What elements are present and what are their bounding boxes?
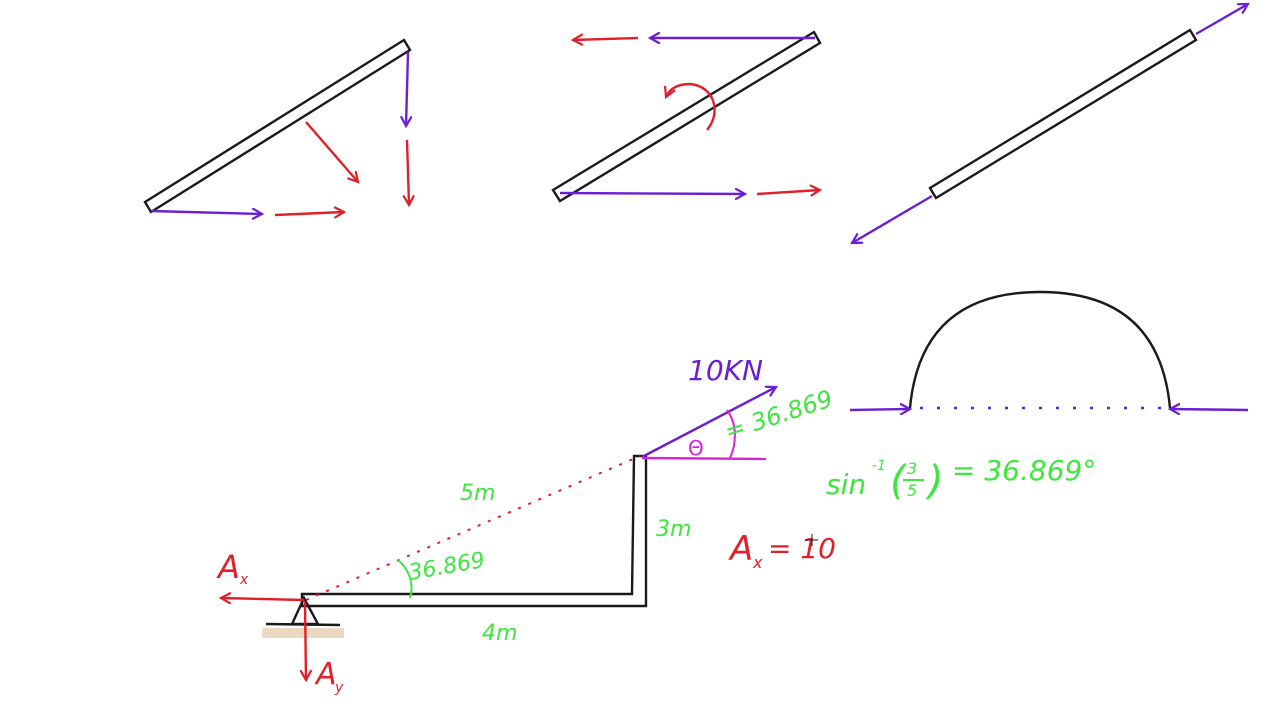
- fraction-denominator: 5: [907, 481, 917, 500]
- red-arrow-vertical: [407, 139, 409, 205]
- ground-hatching: [262, 628, 344, 638]
- diagram-5-frame: [221, 387, 776, 680]
- base-label: 4m: [482, 621, 517, 646]
- purple-arrow-10kn: [641, 387, 776, 459]
- ay-label: A: [314, 657, 337, 692]
- red-arrow-bottom: [756, 190, 820, 194]
- fraction-numerator: 3: [907, 459, 917, 478]
- height-label: 3m: [656, 517, 691, 542]
- ax-subscript: x: [239, 572, 249, 588]
- purple-arrow-lower: [852, 194, 933, 243]
- purple-arrow-bottom: [559, 193, 745, 194]
- diagram-3-two-force-member: [852, 4, 1248, 243]
- green-angle-arc-bottom: [397, 559, 413, 599]
- sin-inverse: sin: [826, 468, 866, 501]
- magenta-angle-arc: [726, 409, 736, 459]
- purple-arrow-arch-left: [849, 409, 910, 410]
- red-arrow-diagonal: [305, 121, 358, 182]
- equation-ax-sub: x: [752, 553, 763, 572]
- angle-label-top: = 36.869: [721, 385, 836, 446]
- purple-arrow-arch-right: [1170, 409, 1249, 410]
- frame-outline: [300, 454, 648, 608]
- labels: 10KN = 36.869 Θ 5m 3m 4m 36.869 A x A y …: [216, 354, 1096, 696]
- equation-rhs: = 10: [768, 532, 836, 565]
- diagram-2-inclined-bar: [551, 30, 822, 203]
- arch-curve: [908, 290, 1172, 409]
- equation-ax: A: [728, 529, 753, 569]
- ax-label: A: [216, 548, 240, 586]
- cursor-crosshair-icon: [806, 534, 818, 546]
- purple-arrow-horizontal: [150, 211, 262, 214]
- angle-label-bottom: 36.869: [407, 548, 487, 586]
- red-arrow-top: [573, 38, 639, 40]
- fraction-paren-open: (: [890, 458, 908, 504]
- ay-subscript: y: [334, 680, 344, 696]
- red-arrow-horizontal: [274, 212, 344, 215]
- red-arrow-ax: [221, 598, 305, 600]
- diagram-1-inclined-bar: [143, 38, 412, 215]
- bar-3: [928, 28, 1198, 200]
- red-moment-arc: [666, 82, 716, 131]
- bar-1: [143, 38, 412, 214]
- diagram-4-arch: [849, 290, 1249, 410]
- hypotenuse-label: 5m: [460, 481, 495, 506]
- magenta-reference-line: [641, 456, 767, 461]
- force-label: 10KN: [688, 354, 763, 387]
- sin-exponent: -1: [872, 458, 886, 474]
- purple-arrow-vertical: [406, 51, 408, 126]
- bar-2: [551, 30, 822, 203]
- fraction-paren-close: ): [925, 458, 944, 504]
- theta-symbol: Θ: [688, 436, 704, 460]
- sin-result: = 36.869°: [952, 454, 1096, 487]
- hypotenuse-dotted: [305, 455, 641, 601]
- red-arrow-ay: [305, 601, 306, 680]
- purple-arrow-upper: [1195, 4, 1248, 36]
